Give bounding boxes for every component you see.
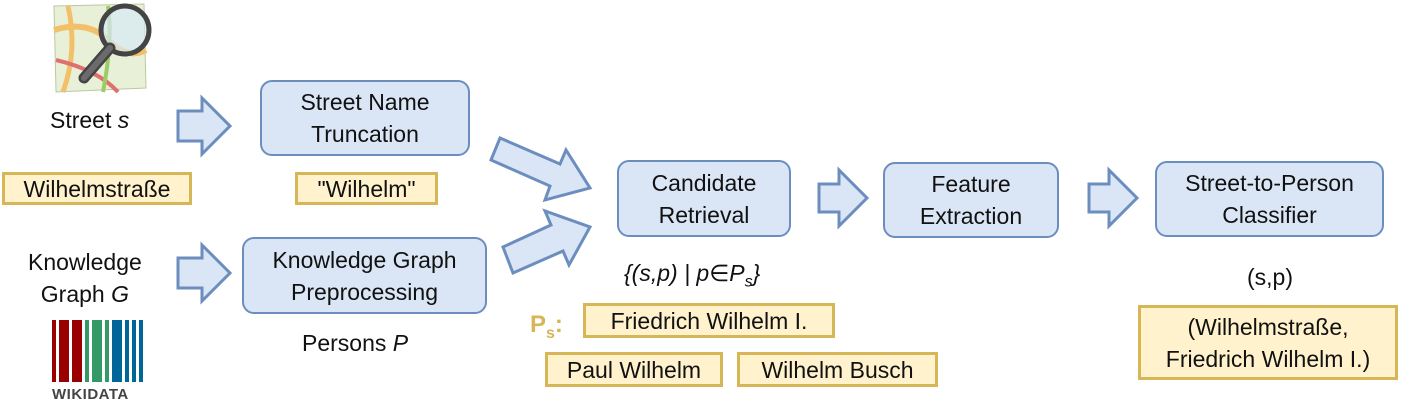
classifier-line1: Street-to-Person <box>1185 170 1354 196</box>
kg-label-line2: Graph G <box>28 278 142 310</box>
candidate-set-formula: {(s,p) | p∈Ps} <box>624 258 760 298</box>
kg-variable: G <box>111 281 130 307</box>
arrow-preprocessing-to-retrieval <box>501 208 593 276</box>
arrow-street-to-truncation <box>176 94 233 158</box>
arrow-features-to-classifier <box>1087 166 1140 230</box>
candidate-person-1: Friedrich Wilhelm I. <box>583 303 835 338</box>
classifier-line2: Classifier <box>1222 202 1317 228</box>
candidate-set-subscript: s <box>744 273 753 291</box>
street-label-text: Street <box>50 107 112 133</box>
street-to-person-classifier-box: Street-to-Person Classifier <box>1155 161 1384 237</box>
candidate-person-2: Paul Wilhelm <box>545 352 723 387</box>
ps-subscript: s <box>546 324 555 342</box>
wikidata-barcode-logo: WIKIDATA <box>52 320 152 403</box>
street-example: Wilhelmstraße <box>2 172 192 205</box>
kg-preprocessing-box: Knowledge Graph Preprocessing <box>242 237 487 314</box>
truncation-line1: Street Name <box>300 89 430 115</box>
feature-extraction-box: Feature Extraction <box>883 162 1059 238</box>
wikidata-barcode-icon <box>52 320 143 382</box>
retrieval-line2: Retrieval <box>658 201 750 228</box>
kg-preprocessing-line2: Preprocessing <box>290 278 439 305</box>
truncation-line2: Truncation <box>311 121 419 147</box>
candidate-set-close: } <box>752 260 761 286</box>
candidate-set-main: {(s,p) | p∈P <box>624 260 745 286</box>
persons-variable: P <box>392 330 409 356</box>
arrow-retrieval-to-features <box>817 166 870 230</box>
persons-label-text: Persons <box>302 330 387 356</box>
result-line1: (Wilhelmstraße, <box>1187 313 1349 340</box>
kg-label-graph: Graph <box>40 281 105 307</box>
ps-colon: : <box>554 311 563 338</box>
arrow-kg-to-preprocessing <box>176 241 233 305</box>
arrow-truncation-to-retrieval <box>489 136 593 203</box>
ps-letter: P <box>530 311 547 338</box>
result-line2: Friedrich Wilhelm I.) <box>1165 345 1371 372</box>
retrieval-line1: Candidate <box>651 169 757 196</box>
kg-preprocessing-line1: Knowledge Graph <box>272 246 457 273</box>
truncated-name-example: "Wilhelm" <box>295 172 438 205</box>
wikidata-logo-text: WIKIDATA <box>52 386 129 403</box>
street-input-label: Street s <box>50 105 129 135</box>
persons-label: Persons P <box>302 328 408 358</box>
osm-map-magnifier-icon <box>53 3 152 94</box>
classification-result: (Wilhelmstraße, Friedrich Wilhelm I.) <box>1138 305 1398 380</box>
ps-label: Ps: <box>530 311 563 343</box>
candidate-person-3: Wilhelm Busch <box>737 352 938 387</box>
kg-input-label: Knowledge Graph G <box>28 246 142 310</box>
street-name-truncation-box: Street Name Truncation <box>260 80 470 156</box>
pair-label: (s,p) <box>1247 264 1293 290</box>
candidate-retrieval-box: Candidate Retrieval <box>617 160 791 237</box>
kg-label-line1: Knowledge <box>28 249 142 275</box>
features-line2: Extraction <box>919 203 1023 229</box>
features-line1: Feature <box>931 171 1011 197</box>
street-variable: s <box>117 107 130 133</box>
